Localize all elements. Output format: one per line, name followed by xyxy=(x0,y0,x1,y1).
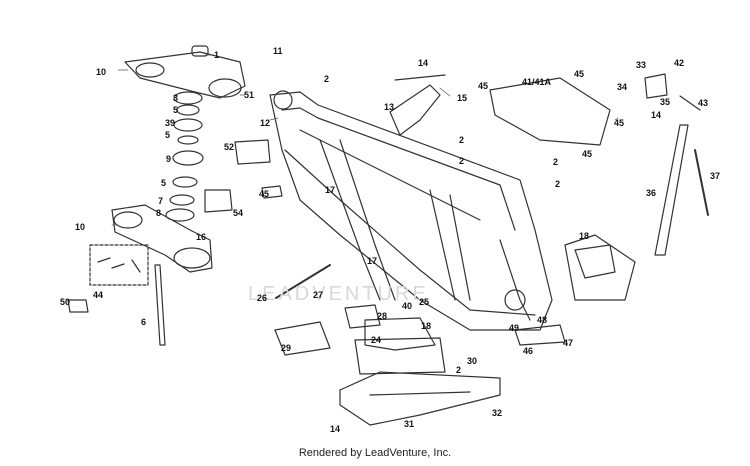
callout-label: 27 xyxy=(313,290,324,300)
callout-label: 5 xyxy=(173,105,179,115)
callout-label: 34 xyxy=(617,82,628,92)
callout-label: 14 xyxy=(330,424,341,434)
callout-label: 47 xyxy=(563,338,574,348)
callout-label: 52 xyxy=(224,142,235,152)
callout-label: 31 xyxy=(404,419,415,429)
upper-triple-clamp xyxy=(124,45,246,99)
callout-label: 14 xyxy=(651,110,662,120)
callout-label: 49 xyxy=(509,323,520,333)
callout-label: 30 xyxy=(467,356,478,366)
callout-label: 26 xyxy=(257,293,268,303)
callout-label: 18 xyxy=(579,231,590,241)
callout-label: 28 xyxy=(377,311,388,321)
callout-label: 10 xyxy=(75,222,86,232)
callout-label: 45 xyxy=(478,81,489,91)
rear-stay-36 xyxy=(644,73,709,256)
callout-label: 36 xyxy=(646,188,657,198)
callout-label: 46 xyxy=(523,346,534,356)
callout-label: 15 xyxy=(457,93,468,103)
callout-label: 45 xyxy=(582,149,593,159)
callout-label: 13 xyxy=(384,102,395,112)
callout-label: 35 xyxy=(660,97,671,107)
callout-label: 17 xyxy=(325,185,336,195)
seat-plate-41 xyxy=(489,77,611,146)
callout-label: 2 xyxy=(324,74,330,84)
callout-label: 16 xyxy=(196,232,207,242)
callout-label: 45 xyxy=(259,189,270,199)
skid-plate-31 xyxy=(339,371,501,426)
frame xyxy=(269,90,553,331)
footer-credit: Rendered by LeadVenture, Inc. xyxy=(298,447,452,459)
callout-label: 1 xyxy=(214,50,220,60)
callout-label: 9 xyxy=(166,154,172,164)
callout-label: 48 xyxy=(537,315,548,325)
callout-label: 3 xyxy=(173,93,179,103)
callout-label: 2 xyxy=(459,135,465,145)
callout-label: 25 xyxy=(419,297,430,307)
callout-label: 39 xyxy=(165,118,176,128)
callout-label: 2 xyxy=(456,365,462,375)
callout-label: 42 xyxy=(674,58,685,68)
callout-label: 24 xyxy=(371,335,382,345)
callout-label: 2 xyxy=(459,156,465,166)
steering-bearings xyxy=(154,91,233,346)
callout-label: 14 xyxy=(418,58,429,68)
callout-label: 29 xyxy=(281,343,292,353)
lower-triple-clamp xyxy=(111,204,213,273)
callout-label: 2 xyxy=(555,179,561,189)
callout-label: 11 xyxy=(273,46,283,56)
callout-label: 51 xyxy=(244,90,255,100)
callout-label: 5 xyxy=(161,178,167,188)
callout-label: 18 xyxy=(421,321,432,331)
callout-label: 40 xyxy=(402,301,413,311)
seat-bracket xyxy=(389,74,446,136)
hardware-kit-44 xyxy=(67,139,283,313)
callout-label: 50 xyxy=(60,297,71,307)
callout-label: 8 xyxy=(156,208,162,218)
leader-lines xyxy=(111,54,619,226)
callout-label: 45 xyxy=(574,69,585,79)
callout-label: 44 xyxy=(93,290,104,300)
callout-label: 7 xyxy=(158,196,164,206)
callout-label: 17 xyxy=(367,256,378,266)
callout-label: 2 xyxy=(553,157,559,167)
callout-label: 37 xyxy=(710,171,721,181)
callout-label: 12 xyxy=(260,118,271,128)
callout-label: 45 xyxy=(614,118,625,128)
callout-label: 43 xyxy=(698,98,709,108)
watermark: LEADVENTURE xyxy=(248,283,429,305)
skid-parts xyxy=(274,234,636,375)
callout-label: 33 xyxy=(636,60,647,70)
callout-label: 10 xyxy=(96,67,107,77)
callout-label: 32 xyxy=(492,408,503,418)
callout-label: 54 xyxy=(233,208,244,218)
callout-label: 6 xyxy=(141,317,147,327)
callout-label: 5 xyxy=(165,130,171,140)
callout-label: 41/41A xyxy=(522,77,552,87)
